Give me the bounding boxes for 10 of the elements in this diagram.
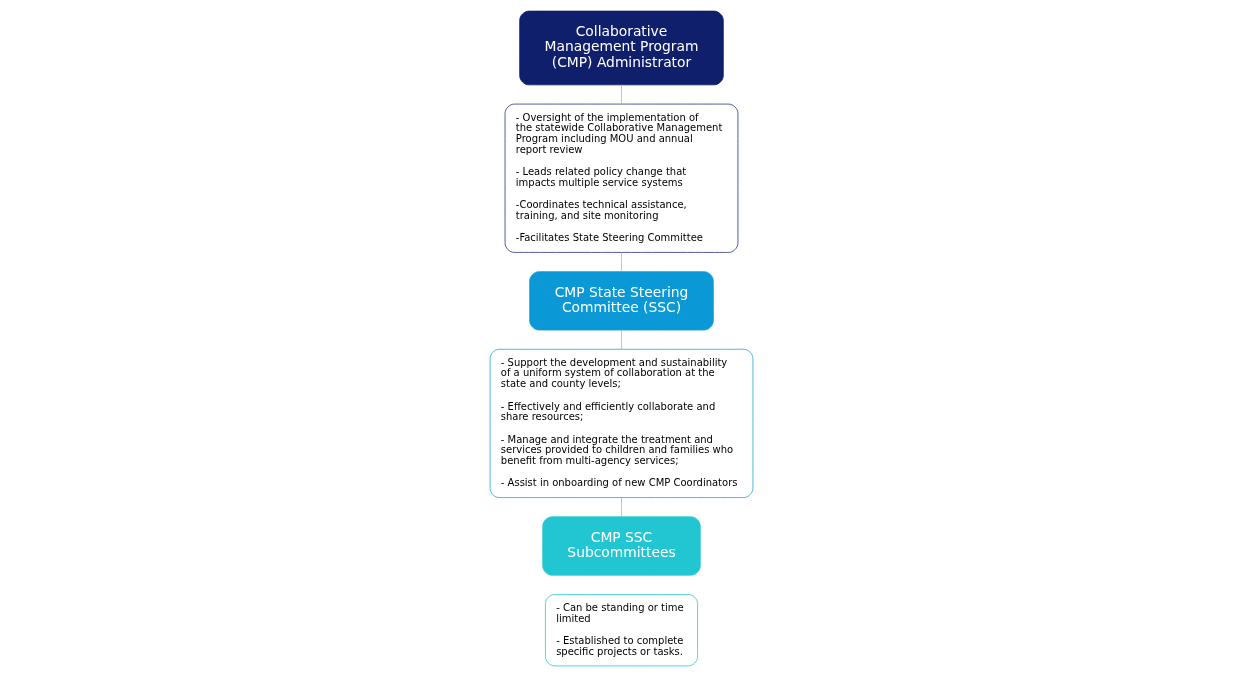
node-box: - Oversight of the implementation of the statewide Collaborative Management Program including MOU and annual report review - Leads related policy change that impacts multiple service systems -Coordinates technical assistance, training, and site monitoring -Facilitates State Steering Committee bbox=[504, 103, 738, 253]
node-box: CMP SSC Subcommittees bbox=[541, 516, 701, 576]
connector bbox=[620, 329, 622, 350]
connector bbox=[620, 497, 622, 518]
connector bbox=[620, 252, 622, 272]
node-box: Collaborative Management Program (CMP) Administrator bbox=[518, 10, 724, 86]
node-box: - Can be standing or time limited - Established to complete specific projects or tasks. bbox=[544, 594, 698, 667]
node-box: CMP State Steering Committee (SSC) bbox=[528, 271, 714, 331]
node-box: - Support the development and sustainability of a uniform system of collaboration at the state and county levels; - Effectively and efficiently collaborate and share resources; - Manage and integrate the treatment and services provided to children and families who benefit from multi-agency services; - Assist in onboarding of new CMP Coordinators bbox=[489, 348, 753, 498]
connector bbox=[620, 84, 622, 105]
